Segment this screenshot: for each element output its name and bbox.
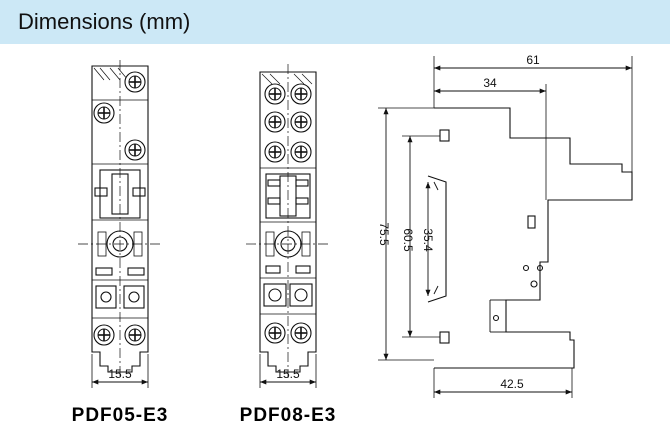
screw-icon [264, 111, 286, 133]
screw-icon [93, 102, 115, 124]
dim-rail-width: 35.4 [421, 182, 435, 296]
pdf08-width-dimension: 15.5 [259, 354, 317, 388]
dim-bottom-depth: 42.5 [433, 368, 573, 398]
dim-overall-depth: 61 [433, 53, 633, 172]
pdf08-front-view [246, 64, 330, 378]
dim-bottom-depth-label: 42.5 [500, 377, 524, 391]
screw-icon [264, 322, 286, 344]
header-bar: Dimensions (mm) [0, 0, 670, 44]
dim-rail-to-edge-label: 34 [483, 76, 497, 90]
dim-hole-pitch: 60.5 [401, 135, 440, 338]
screw-icon [93, 324, 115, 346]
side-view [427, 107, 633, 369]
screw-icon [264, 141, 286, 163]
pdf05-front-view [78, 60, 160, 378]
screw-icon [290, 83, 312, 105]
screw-icon [124, 139, 146, 161]
dim-rail-to-edge: 34 [434, 76, 547, 200]
pdf05-width-label: 15.5 [108, 367, 132, 381]
screw-icon [290, 141, 312, 163]
page-title: Dimensions (mm) [18, 9, 191, 34]
screw-icon [290, 322, 312, 344]
dim-hole-pitch-label: 60.5 [401, 228, 415, 252]
dim-total-height: 75.5 [377, 107, 434, 361]
pdf05-width-dimension: 15.5 [91, 354, 149, 388]
screw-icon [124, 324, 146, 346]
dim-rail-width-label: 35.4 [421, 228, 435, 252]
pdf05-model-label: PDF05-E3 [72, 405, 169, 426]
screw-icon [264, 83, 286, 105]
dim-overall-depth-label: 61 [526, 53, 540, 67]
screw-icon [124, 71, 146, 93]
dim-total-height-label: 75.5 [377, 222, 391, 246]
pdf08-width-label: 15.5 [276, 367, 300, 381]
screw-icon [290, 111, 312, 133]
pdf08-model-label: PDF08-E3 [240, 405, 337, 426]
